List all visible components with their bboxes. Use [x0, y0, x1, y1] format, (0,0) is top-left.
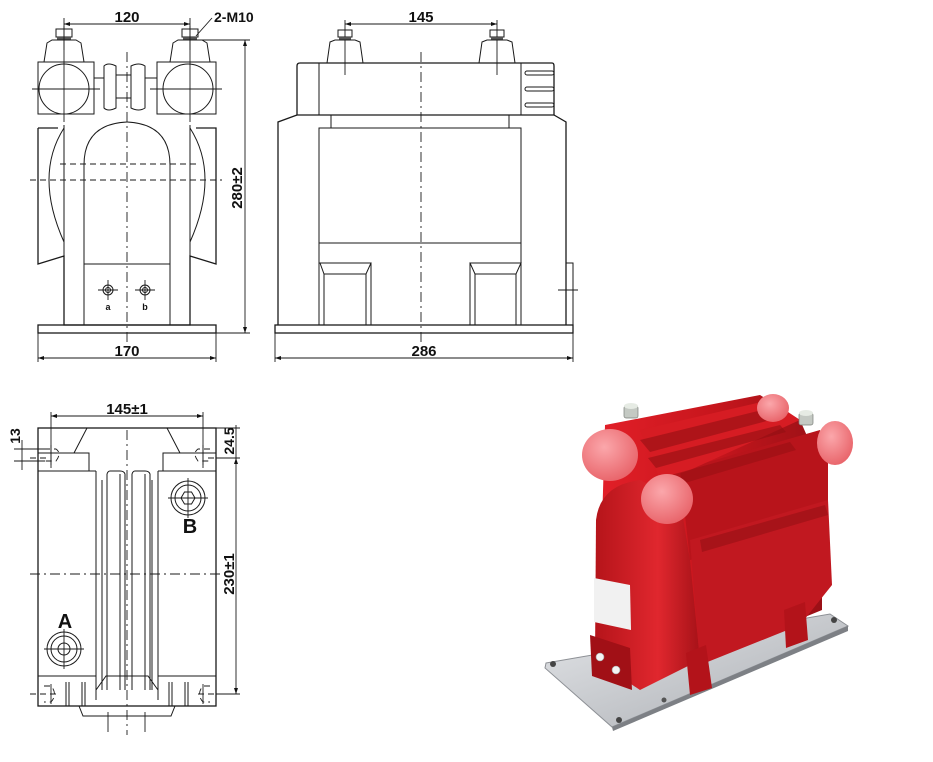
- dim-terminal-spacing-front: 120: [114, 9, 139, 26]
- dim-slot-depth: 24.5: [221, 427, 237, 454]
- product-photo: [544, 394, 853, 731]
- dim-terminal-thread: 2-M10: [214, 9, 254, 25]
- photo-cap-icon: [582, 429, 638, 481]
- dim-length: 286: [411, 343, 436, 360]
- front-view: 120 2-M10: [30, 9, 254, 362]
- dim-mount-spacing-width: 145±1: [106, 401, 148, 418]
- side-view: 145: [274, 9, 578, 362]
- dim-terminal-spacing-side: 145: [408, 9, 433, 26]
- terminal-label-B: B: [183, 516, 197, 538]
- photo-bolt-icon: [623, 403, 639, 419]
- dim-width: 170: [114, 343, 139, 360]
- terminal-b-icon: [168, 478, 208, 518]
- terminal-a-icon: [44, 629, 84, 669]
- dim-height: 280±2: [229, 167, 246, 209]
- dim-mount-spacing-length: 230±1: [221, 553, 238, 595]
- photo-cap-icon: [817, 421, 853, 465]
- dim-slot-offset: 13: [7, 428, 23, 444]
- terminal-label-b: b: [142, 302, 148, 312]
- photo-bolt-icon: [798, 410, 814, 426]
- terminal-label-a: a: [105, 302, 111, 312]
- bottom-view: 145±1 13 24.5: [7, 401, 240, 735]
- photo-cap-icon: [641, 474, 693, 524]
- photo-cap-icon: [757, 394, 789, 422]
- terminal-label-A: A: [58, 611, 72, 633]
